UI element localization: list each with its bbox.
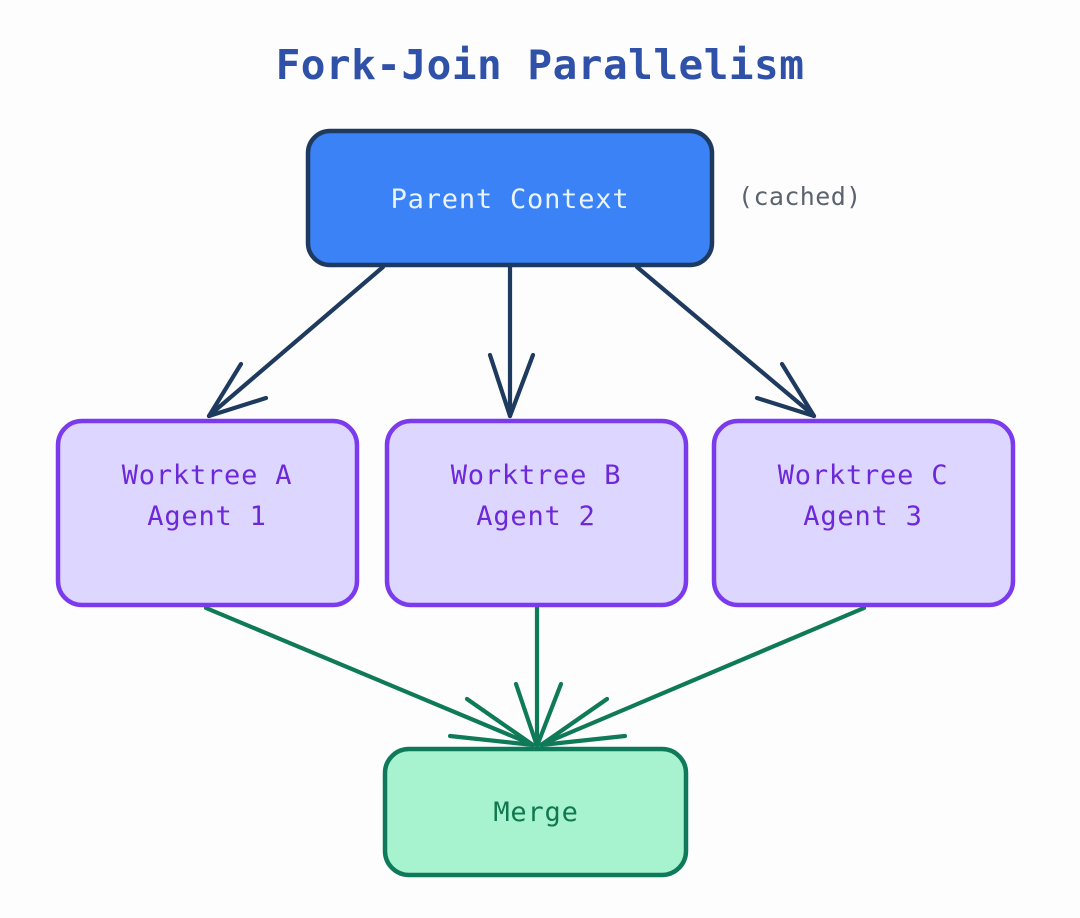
arrowhead-left-barb bbox=[754, 395, 817, 419]
worktree-c-box[interactable] bbox=[711, 418, 1016, 608]
edge-parent-to-worktree-b bbox=[487, 264, 536, 419]
worktree-b-title: Worktree B bbox=[451, 460, 622, 491]
arrowhead-lower-barb bbox=[538, 733, 628, 748]
worktree-a-title: Worktree A bbox=[122, 460, 293, 491]
parent-context-box[interactable] bbox=[305, 128, 715, 268]
worktree-b-agent: Agent 2 bbox=[476, 501, 595, 532]
node-worktree-c[interactable]: Worktree C Agent 3 bbox=[711, 418, 1016, 608]
edge-parent-to-worktree-a bbox=[206, 264, 386, 419]
worktree-b-box[interactable] bbox=[384, 418, 689, 608]
worktree-c-agent: Agent 3 bbox=[803, 501, 922, 532]
node-merge[interactable]: Merge bbox=[382, 746, 689, 878]
node-worktree-b[interactable]: Worktree B Agent 2 bbox=[384, 418, 689, 608]
arrowhead-upper-barb bbox=[464, 696, 536, 748]
edge-parent-to-worktree-c bbox=[634, 264, 817, 419]
fork-edges-group bbox=[206, 264, 817, 419]
edge-worktree-a-to-merge bbox=[203, 605, 536, 748]
arrowhead-right-barb bbox=[779, 361, 817, 419]
edge-line bbox=[208, 264, 386, 417]
join-edges-group bbox=[203, 605, 867, 749]
merge-box[interactable] bbox=[382, 746, 689, 878]
arrowhead-right-barb bbox=[206, 395, 269, 419]
arrowhead-left-barb bbox=[206, 361, 244, 419]
edge-line bbox=[540, 605, 867, 747]
cached-note: (cached) bbox=[738, 182, 862, 211]
edge-worktree-b-to-merge bbox=[513, 605, 564, 749]
node-parent-context[interactable]: Parent Context bbox=[305, 128, 715, 268]
arrowhead-right-barb bbox=[507, 352, 536, 419]
worktree-c-title: Worktree C bbox=[778, 460, 949, 491]
arrowhead-lower-barb bbox=[447, 733, 536, 748]
arrowhead-right-barb bbox=[534, 681, 564, 749]
arrowhead-upper-barb bbox=[538, 696, 610, 748]
worktree-a-box[interactable] bbox=[55, 418, 360, 608]
parent-context-label: Parent Context bbox=[391, 184, 630, 215]
worktree-a-agent: Agent 1 bbox=[147, 501, 266, 532]
arrowhead-left-barb bbox=[487, 352, 513, 419]
edge-worktree-c-to-merge bbox=[538, 605, 867, 748]
edge-line bbox=[634, 264, 815, 417]
page-title: Fork-Join Parallelism bbox=[276, 41, 805, 89]
node-worktree-a[interactable]: Worktree A Agent 1 bbox=[55, 418, 360, 608]
arrowhead-left-barb bbox=[513, 681, 540, 749]
edge-line bbox=[203, 605, 534, 747]
merge-label: Merge bbox=[493, 797, 578, 828]
